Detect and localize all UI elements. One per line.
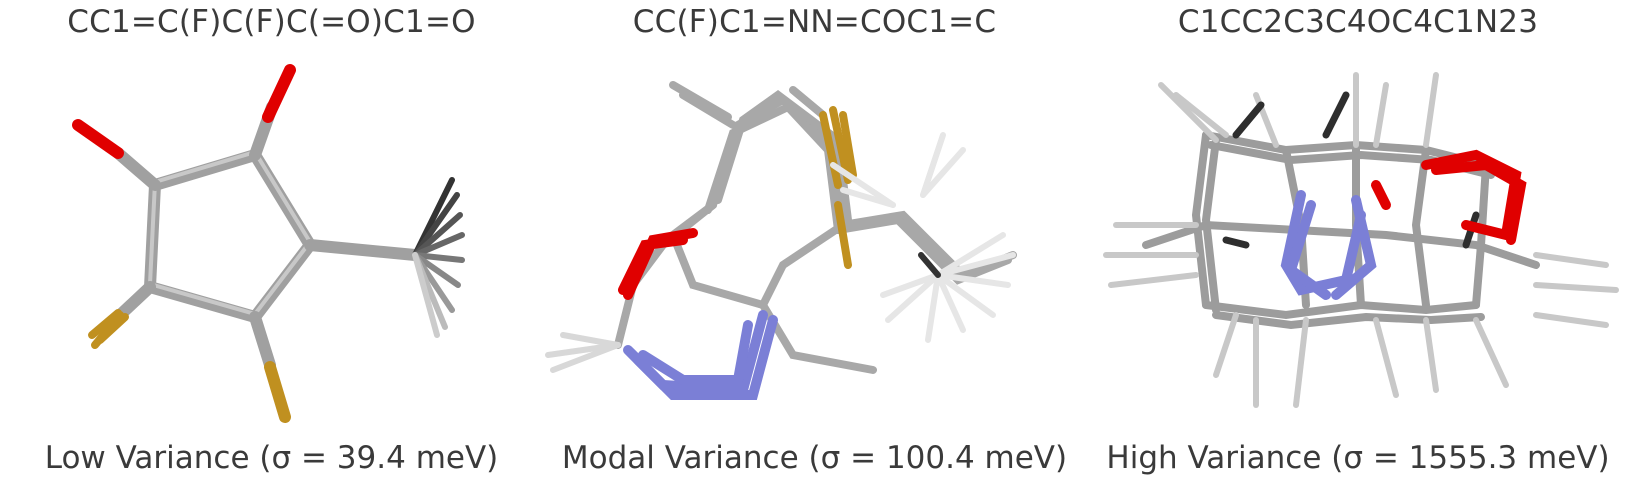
smiles-title: CC(F)C1=NN=COC1=C — [632, 4, 997, 40]
conformer-ensemble-image — [1103, 72, 1619, 408]
nitrogen-atoms — [1280, 190, 1377, 300]
panel-high-variance: C1CC2C3C4OC4C1N23 — [1086, 0, 1630, 496]
smiles-title: CC1=C(F)C(F)C(=O)C1=O — [67, 4, 476, 40]
oxygen-atom — [618, 228, 698, 300]
conformer-ensemble-image — [72, 64, 465, 423]
methyl-hydrogen-fan — [412, 177, 465, 338]
panel-low-variance: CC1=C(F)C(F)C(=O)C1=O — [0, 0, 543, 496]
smiles-title: C1CC2C3C4OC4C1N23 — [1177, 4, 1539, 40]
oxygen-atoms — [1371, 149, 1527, 245]
conformer-ensemble-image — [545, 81, 1017, 400]
fluorine-atoms — [819, 106, 857, 269]
variance-caption: Low Variance (σ = 39.4 meV) — [44, 440, 499, 476]
variance-caption: High Variance (σ = 1555.3 meV) — [1106, 440, 1610, 476]
hydrogen-fan — [830, 132, 1016, 343]
variance-caption: Modal Variance (σ = 100.4 meV) — [561, 440, 1068, 476]
panel-modal-variance: CC(F)C1=NN=COC1=C — [543, 0, 1086, 496]
nitrogen-atoms — [623, 310, 778, 400]
